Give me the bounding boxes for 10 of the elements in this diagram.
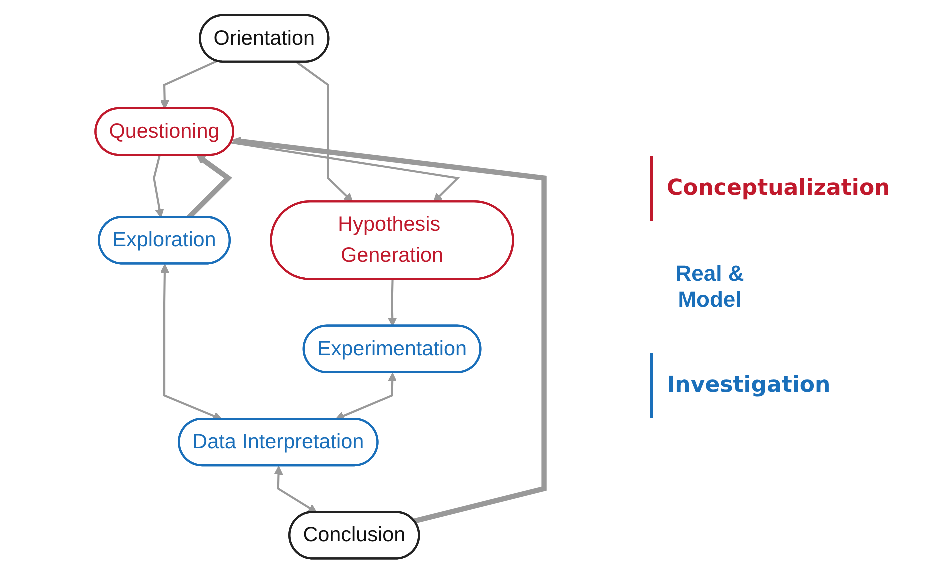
arrow (232, 136, 547, 524)
arrow (153, 155, 164, 218)
phase-label: Investigation (650, 353, 831, 418)
phase-label: Conceptualization (650, 156, 890, 221)
arrow (231, 142, 460, 203)
arrow (160, 60, 218, 110)
annotation-text: Real & Model (674, 261, 746, 313)
arrow (388, 280, 398, 327)
arrow (296, 62, 354, 203)
arrow (274, 466, 318, 514)
